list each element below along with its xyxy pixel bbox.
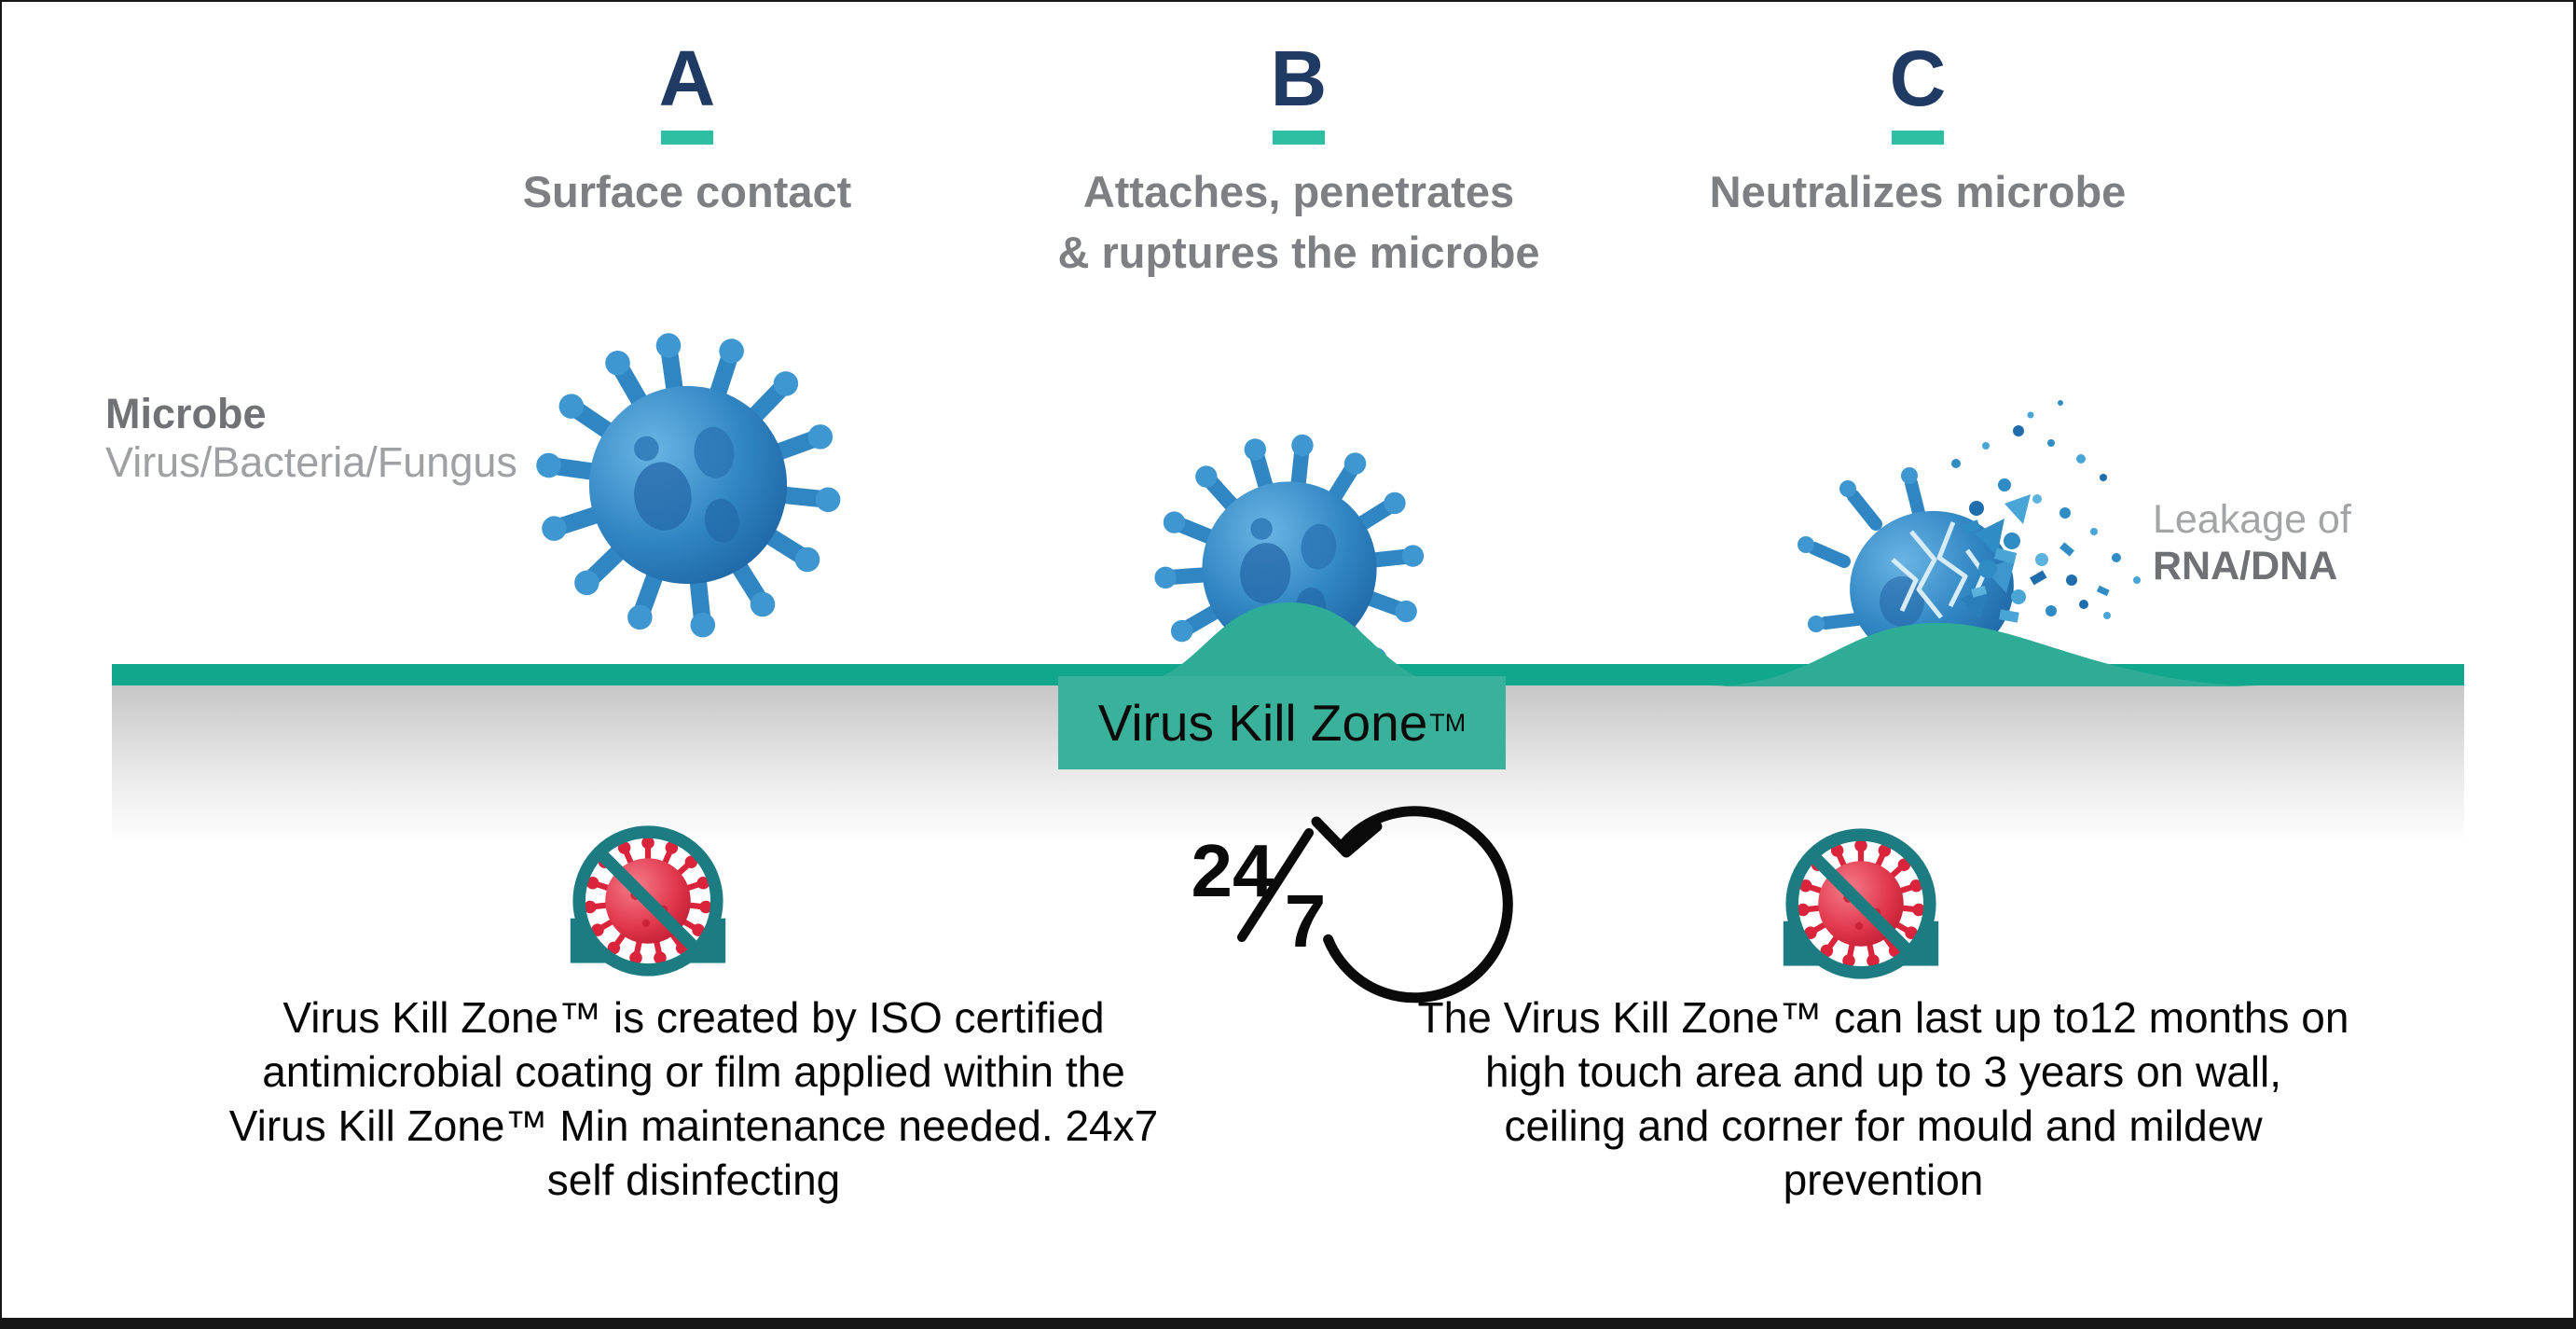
microbe-label-title: Microbe: [105, 390, 267, 437]
microbe-label-subtitle: Virus/Bacteria/Fungus: [105, 438, 517, 486]
step-b-header: B Attaches, penetrates & ruptures the mi…: [972, 35, 1625, 283]
frame-left-border: [0, 0, 2, 1329]
note-right-line4: prevention: [1783, 1156, 1984, 1204]
microbe-a-illustration: [516, 312, 861, 658]
step-b-dash: [1273, 131, 1325, 145]
step-b-label-line2: & ruptures the microbe: [1057, 228, 1540, 277]
leakage-label: Leakage of RNA/DNA: [2153, 496, 2351, 589]
rna-leakage-particles: [1951, 400, 2141, 623]
microbe-label: Microbe Virus/Bacteria/Fungus: [105, 390, 517, 487]
microbe-c-illustration: [1798, 400, 2141, 665]
step-b-letter: B: [1270, 35, 1328, 122]
step-b-label: Attaches, penetrates & ruptures the micr…: [972, 161, 1625, 283]
step-c-dash: [1892, 131, 1944, 145]
note-left-line1: Virus Kill Zone™ is created by ISO certi…: [282, 993, 1105, 1042]
frame-bottom-border: [0, 1318, 2576, 1329]
step-b-label-line1: Attaches, penetrates: [1082, 167, 1515, 216]
leakage-label-line1: Leakage of: [2153, 497, 2351, 542]
killzone-mound-c: [1711, 622, 2256, 686]
step-a-label-line: Surface contact: [522, 167, 852, 216]
note-left-line4: self disinfecting: [546, 1156, 841, 1204]
step-c-letter: C: [1889, 35, 1947, 122]
note-left-line3: Virus Kill Zone™ Min maintenance needed.…: [228, 1101, 1159, 1150]
icon-24-7: 24 7: [1192, 806, 1513, 1004]
frame-right-border: [2573, 0, 2576, 1329]
note-right-line3: ceiling and corner for mould and mildew: [1504, 1101, 2263, 1150]
note-right-block: The Virus Kill Zone™ can last up to12 mo…: [1324, 990, 2443, 1207]
virus-kill-zone-label: Virus Kill Zone: [1097, 694, 1428, 752]
step-c-label-line: Neutralizes microbe: [1709, 167, 2127, 216]
note-right-line1: The Virus Kill Zone™ can last up to12 mo…: [1417, 993, 2349, 1042]
step-a-dash: [661, 131, 713, 145]
step-a-label: Surface contact: [361, 161, 1013, 222]
note-right-line2: high touch area and up to 3 years on wal…: [1484, 1047, 2282, 1096]
note-left-line2: antimicrobial coating or film applied wi…: [262, 1047, 1125, 1096]
step-a-letter: A: [658, 35, 716, 122]
no-virus-icon-left: [571, 832, 725, 970]
leakage-label-line2: RNA/DNA: [2153, 544, 2338, 588]
frame-top-border: [0, 0, 2576, 2]
step-c-header: C Neutralizes microbe: [1591, 35, 2244, 222]
killzone-mound-b: [1126, 602, 1453, 686]
no-virus-icon-right: [1784, 835, 1938, 973]
icon-24-7-text-24: 24: [1192, 829, 1274, 912]
note-left-block: Virus Kill Zone™ is created by ISO certi…: [106, 990, 1281, 1207]
step-c-label: Neutralizes microbe: [1591, 161, 2244, 222]
step-a-header: A Surface contact: [361, 35, 1013, 222]
icon-24-7-text-7: 7: [1285, 879, 1327, 962]
